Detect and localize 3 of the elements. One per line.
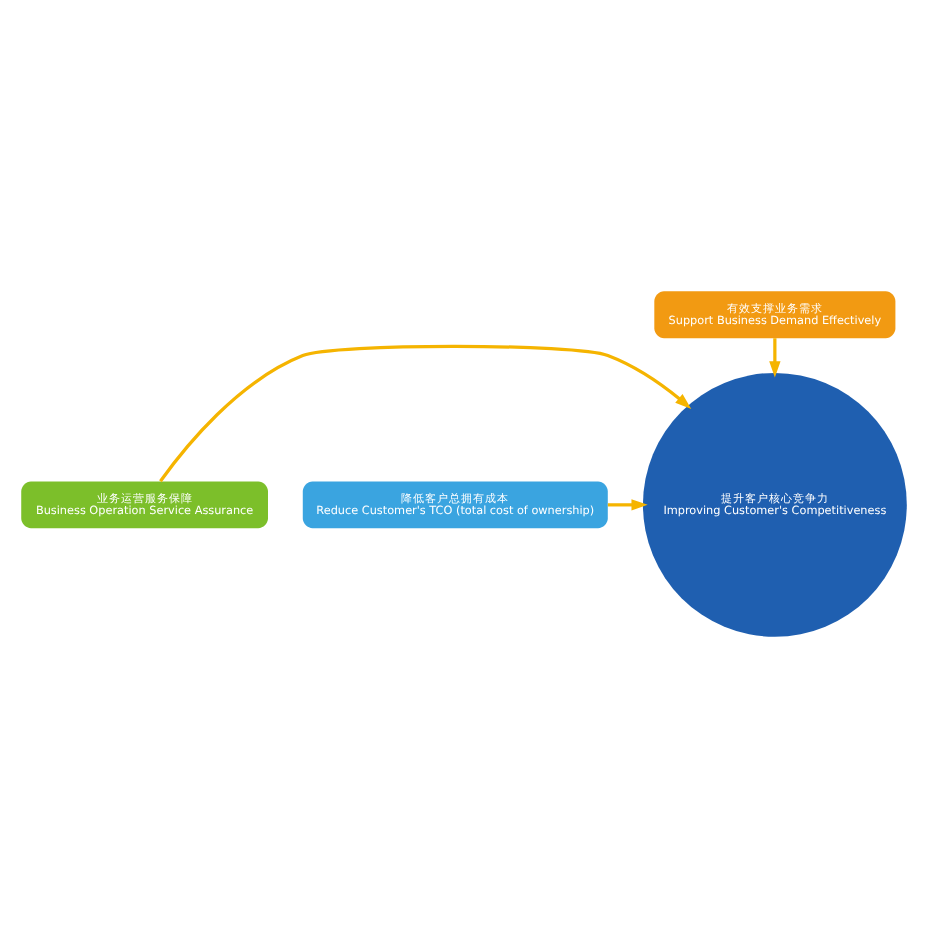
arrow [607, 499, 648, 511]
arrow [159, 344, 692, 483]
arrow [769, 338, 781, 378]
